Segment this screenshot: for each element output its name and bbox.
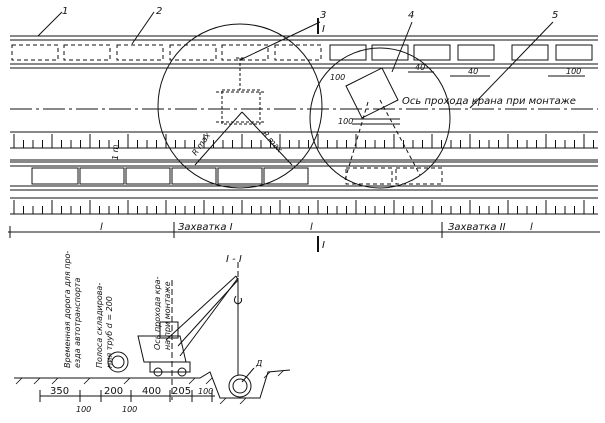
section-title: I - I [226,254,242,265]
zone-dimension-line [8,222,600,238]
text-layer: 1 2 3 4 5 I I 40 40 100 100 100 Ось прох… [50,6,581,414]
upper-pipe-row [10,35,598,69]
road-label-line2: езда автотранспорта [73,278,82,368]
upper-row-dims [408,71,585,77]
strip-label-line1: Полоса складирова- [95,283,104,368]
dim-40-b: 40 [468,67,478,76]
callout-2: 2 [156,6,162,17]
zone-l-left: l [100,222,103,233]
dim-200: 200 [104,386,123,397]
d-mark: Д [255,359,262,368]
radius-line-1 [194,111,243,166]
road-label-line1: Временная дорога для про- [63,251,72,368]
dim-100-c: 100 [338,117,353,126]
ruler-band-1 [10,131,598,161]
radius-label-1: R max [190,131,212,157]
dim-100-a: 100 [566,67,581,76]
zone-l-right: l [530,222,533,233]
crane-1 [216,57,266,125]
zone-2-label: Захватка II [448,222,506,233]
dim-400: 400 [142,386,161,397]
callout-1: 1 [62,6,68,17]
callout-1-leader [37,11,63,37]
callout-3: 3 [320,10,326,21]
callout-4-leader [391,21,413,73]
callout-5: 5 [552,10,558,21]
radius-line-2 [241,111,293,166]
dim-205: 205 [172,386,191,397]
crane-reach-circle-2 [309,47,451,189]
dim-40-a: 40 [415,63,425,72]
zone-l-mid: l [310,222,313,233]
crane-axis-label: Ось прохода крана при монтаже [402,96,576,107]
section-mark-bottom-label: I [322,240,325,251]
lower-pipe-row [10,161,598,191]
radius-label-2: R max [261,129,285,154]
dim-100-right: 100 [198,387,213,396]
crane-2 [344,67,421,181]
dim-100-low-a: 100 [76,405,91,414]
one-meter-label: 1 m [111,144,120,160]
callout-4: 4 [408,10,414,21]
crane-reach-circle-1 [157,23,323,189]
axis-label-line2: на при монтаже [163,281,172,350]
dim-100-b: 100 [330,73,345,82]
callout-2-leader [131,11,155,45]
section-mark-top-label: I [322,24,325,35]
dim-350: 350 [50,386,69,397]
axis-label-line1: Ось прохода кра- [153,276,162,350]
dim-100-low-b: 100 [122,405,137,414]
ruler-band-2 [10,197,598,215]
section-view [14,262,291,405]
callout-3-leader [239,21,321,61]
strip-label-line2: ния труб d = 200 [105,296,114,368]
callout-5-leader [469,21,554,109]
zone-1-label: Захватка I [178,222,233,233]
